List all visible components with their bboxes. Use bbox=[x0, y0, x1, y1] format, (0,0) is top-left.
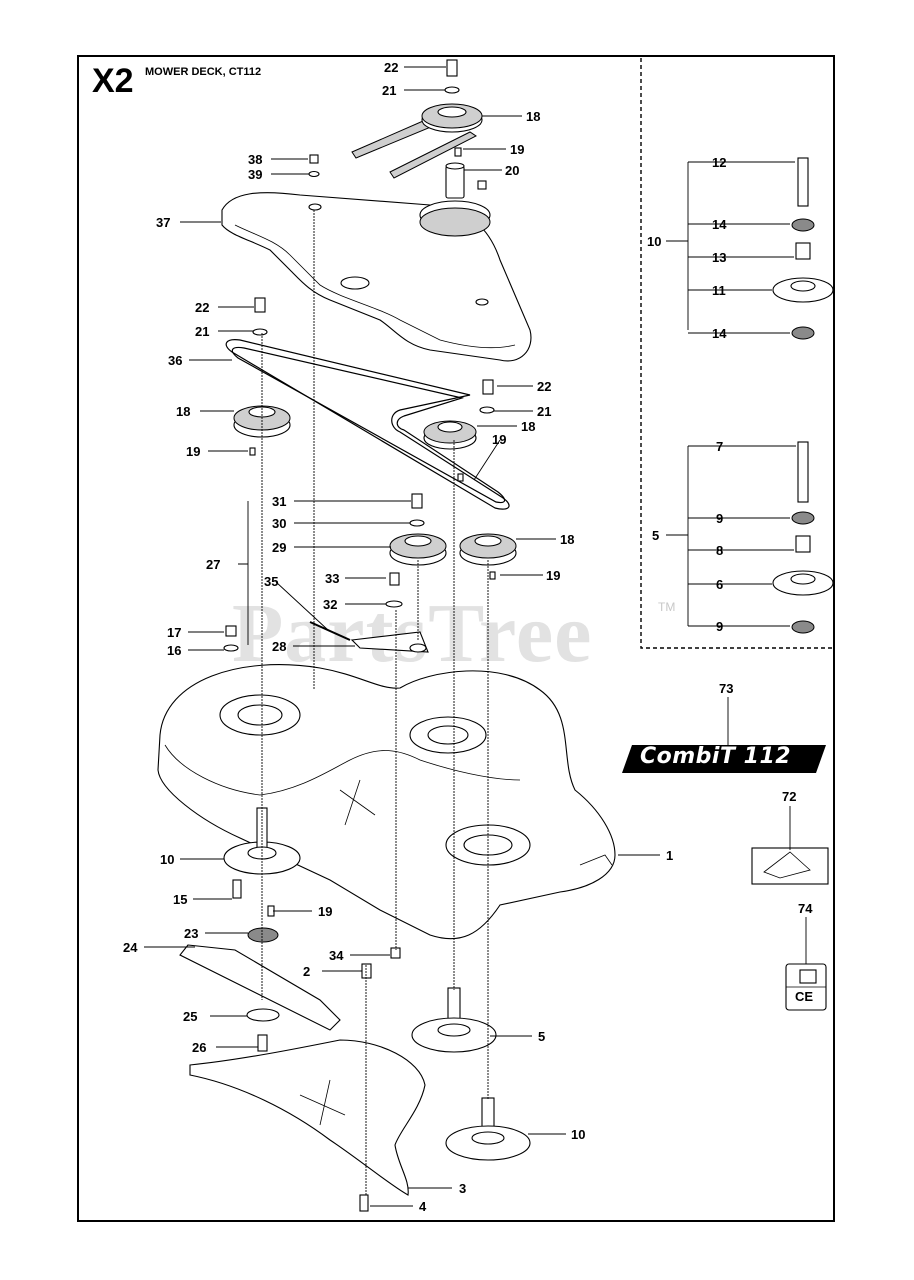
callout-label: 33 bbox=[325, 571, 339, 586]
callout-label: 39 bbox=[248, 167, 262, 182]
right-pulley bbox=[459, 533, 517, 580]
callout-label: 21 bbox=[537, 404, 551, 419]
callout-label: 8 bbox=[716, 543, 723, 558]
belt-cover bbox=[221, 154, 532, 362]
callout-label: 9 bbox=[716, 511, 723, 526]
callout-label: 18 bbox=[560, 532, 574, 547]
callout-label: 25 bbox=[183, 1009, 197, 1024]
callout-label: 36 bbox=[168, 353, 182, 368]
callout-label: 15 bbox=[173, 892, 187, 907]
alignment-lines bbox=[261, 210, 489, 1195]
callout-label: 24 bbox=[123, 940, 138, 955]
callout-label: 11 bbox=[712, 283, 726, 298]
combit-decal-text: CombiT 112 bbox=[640, 744, 792, 769]
callout-label: 22 bbox=[195, 300, 209, 315]
callout-label: 29 bbox=[272, 540, 286, 555]
deflector-chute bbox=[189, 1039, 426, 1196]
callout-label: 21 bbox=[382, 83, 396, 98]
callout-label: 2 bbox=[303, 964, 310, 979]
callout-label: 22 bbox=[384, 60, 398, 75]
callout-label: 34 bbox=[329, 948, 344, 963]
callout-label: 27 bbox=[206, 557, 220, 572]
callout-label: 19 bbox=[318, 904, 332, 919]
center-pulley bbox=[423, 379, 495, 482]
callout-label: 23 bbox=[184, 926, 198, 941]
callout-label: 5 bbox=[652, 528, 659, 543]
watermark-tm: TM bbox=[658, 600, 676, 614]
callout-label: 4 bbox=[419, 1199, 427, 1214]
callout-label: 73 bbox=[719, 681, 733, 696]
callout-label: 16 bbox=[167, 643, 181, 658]
callout-label: 17 bbox=[167, 625, 181, 640]
label-74 bbox=[785, 963, 827, 1011]
drive-belt bbox=[225, 339, 510, 510]
decal-72 bbox=[751, 847, 829, 885]
callout-label: 10 bbox=[647, 234, 661, 249]
inset-box-border bbox=[640, 58, 835, 649]
callout-label: 38 bbox=[248, 152, 262, 167]
callout-label: 32 bbox=[323, 597, 337, 612]
callout-label: 14 bbox=[712, 217, 727, 232]
callout-label: 10 bbox=[160, 852, 174, 867]
leader-lines bbox=[144, 66, 807, 1207]
drawing-frame bbox=[77, 55, 835, 1222]
callout-label: 6 bbox=[716, 577, 723, 592]
right-spindle bbox=[445, 1097, 531, 1161]
callout-label: 10 bbox=[571, 1127, 585, 1142]
mower-deck bbox=[157, 664, 616, 940]
callout-label: 20 bbox=[505, 163, 519, 178]
ce-mark: CE bbox=[795, 989, 814, 1004]
callout-label: 19 bbox=[546, 568, 560, 583]
callout-label: 21 bbox=[195, 324, 209, 339]
callout-label: 30 bbox=[272, 516, 286, 531]
callout-label: 13 bbox=[712, 250, 726, 265]
callout-label: 18 bbox=[526, 109, 540, 124]
callout-label: 19 bbox=[492, 432, 506, 447]
inset-brackets bbox=[666, 161, 796, 627]
callout-label: 74 bbox=[798, 901, 813, 916]
callout-label: 35 bbox=[264, 574, 278, 589]
callout-label: 72 bbox=[782, 789, 796, 804]
callout-label: 19 bbox=[510, 142, 524, 157]
blade bbox=[179, 944, 341, 1052]
idler-pulley-lower bbox=[385, 493, 447, 608]
callout-label: 1 bbox=[666, 848, 673, 863]
callout-label: 9 bbox=[716, 619, 723, 634]
tension-arm bbox=[223, 621, 429, 653]
idler-arm-assembly bbox=[351, 59, 483, 199]
callout-label: 14 bbox=[712, 326, 727, 341]
callout-labels: 22 21 18 19 20 38 39 37 22 21 36 18 19 2… bbox=[123, 60, 813, 1214]
sheet-code: X2 bbox=[92, 62, 134, 100]
center-spindle bbox=[411, 987, 497, 1053]
callout-label: 22 bbox=[537, 379, 551, 394]
combit-decal-badge bbox=[622, 745, 826, 773]
spindle-assembly-5-inset bbox=[772, 441, 834, 634]
callout-label: 3 bbox=[459, 1181, 466, 1196]
callout-label: 19 bbox=[186, 444, 200, 459]
callout-label: 7 bbox=[716, 439, 723, 454]
sheet-title: MOWER DECK, CT112 bbox=[145, 66, 262, 78]
callout-label: 26 bbox=[192, 1040, 206, 1055]
callout-label: 31 bbox=[272, 494, 286, 509]
callout-label: 28 bbox=[272, 639, 286, 654]
spindle-assembly-10-inset bbox=[772, 157, 834, 340]
callout-label: 5 bbox=[538, 1029, 545, 1044]
callout-label: 18 bbox=[521, 419, 535, 434]
callout-label: 18 bbox=[176, 404, 190, 419]
callout-label: 12 bbox=[712, 155, 726, 170]
callout-label: 37 bbox=[156, 215, 170, 230]
